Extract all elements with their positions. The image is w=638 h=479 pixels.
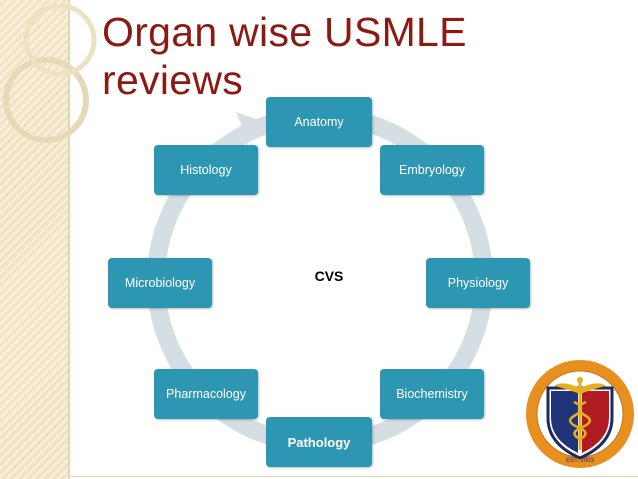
node-microbiology[interactable]: Microbiology <box>108 258 212 308</box>
decorative-swirl-icon <box>3 3 97 143</box>
node-label: Physiology <box>447 276 509 290</box>
node-biochemistry[interactable]: Biochemistry <box>380 369 484 419</box>
page-title: Organ wise USMLE reviews <box>102 8 467 104</box>
node-label: Microbiology <box>124 276 196 290</box>
node-label: Embryology <box>399 163 465 177</box>
node-pathology[interactable]: Pathology <box>266 417 372 467</box>
bottom-divider <box>70 476 638 477</box>
node-pharmacology[interactable]: Pharmacology <box>154 369 258 419</box>
node-label: Biochemistry <box>396 387 468 401</box>
side-strip-border <box>68 0 70 479</box>
seal-caption: EST. 2003 <box>566 458 594 464</box>
title-line-2: reviews <box>102 57 244 103</box>
node-physiology[interactable]: Physiology <box>426 258 530 308</box>
institution-seal-logo: EST. 2003 <box>526 360 634 468</box>
node-label: Pharmacology <box>166 387 246 401</box>
cycle-arrow-icon <box>236 112 264 142</box>
node-histology[interactable]: Histology <box>154 145 258 195</box>
caduceus-icon <box>554 377 606 450</box>
node-anatomy[interactable]: Anatomy <box>266 97 372 147</box>
node-embryology[interactable]: Embryology <box>380 145 484 195</box>
center-label: CVS <box>314 268 344 284</box>
node-label: Histology <box>180 163 232 177</box>
title-line-1: Organ wise USMLE <box>102 9 467 55</box>
node-label: Anatomy <box>294 115 344 129</box>
node-label: Pathology <box>287 434 351 450</box>
